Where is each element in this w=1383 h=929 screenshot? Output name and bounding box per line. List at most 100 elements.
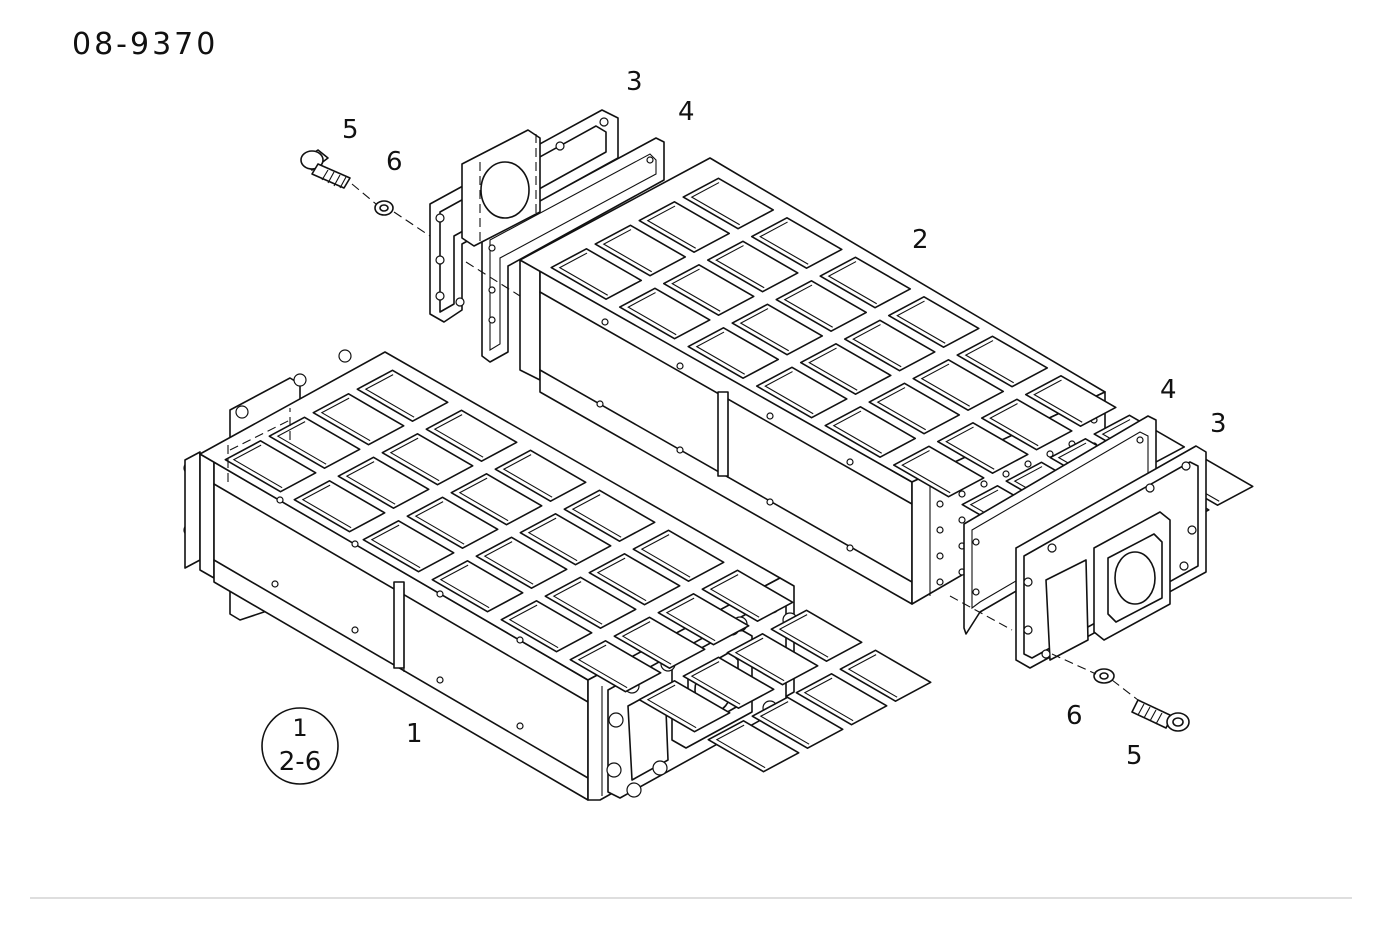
callout-part-5-left: 5 [342,115,359,145]
right-center-line [949,595,1139,701]
callout-part-2: 2 [912,225,929,255]
drawing-number: 08-9370 [72,27,218,62]
top-pocket [312,393,405,446]
top-pocket-wall [577,644,628,689]
top-pocket [701,569,794,622]
top-pocket-wall [901,450,951,494]
top-pocket [751,696,844,749]
top-pocket-wall [665,597,716,642]
top-pocket [519,513,612,566]
top-pocket [706,240,799,293]
top-pocket [268,416,361,469]
top-pocket [843,319,936,372]
top-pocket-wall [832,410,882,454]
top-pocket [887,295,980,349]
top-pocket [544,576,637,629]
top-pocket [563,489,656,542]
top-pocket-wall [552,581,603,625]
top-pocket-wall [370,524,421,569]
top-pocket-wall [896,300,946,344]
top-pocket [1024,374,1117,428]
top-pocket-wall [671,268,721,312]
top-pocket [475,536,568,589]
top-pocket-wall [320,397,371,442]
top-pocket [956,335,1049,388]
top-pocket [755,366,848,419]
top-pocket [362,520,455,573]
top-pocket [224,440,317,493]
top-pocket-wall [920,363,970,407]
top-pocket-wall [345,461,396,505]
top-pocket [569,640,662,693]
top-pocket [657,593,750,646]
top-pocket-wall [646,684,697,729]
top-pocket-wall [759,221,809,265]
top-pocket [731,303,824,356]
top-pocket-wall [783,284,833,328]
top-pocket [687,326,780,380]
top-pocket-wall [433,414,484,458]
part-1-top-pockets [224,369,932,773]
callout-part-4-right: 4 [1160,375,1177,405]
left-bolt-part-5 [300,149,351,189]
top-pocket [707,720,800,773]
top-pocket [775,279,868,333]
top-pocket [799,342,892,396]
top-pocket-wall [646,205,696,249]
top-pocket [618,287,711,340]
top-pocket [750,217,843,270]
top-pocket-wall [764,371,814,415]
top-pocket-wall [483,541,534,585]
top-pocket-wall [571,494,622,538]
top-pocket [682,177,775,230]
top-pocket [638,201,731,253]
top-pocket [912,358,1005,412]
top-pocket [936,421,1029,475]
left-washer-part-6 [374,200,394,216]
callout-part-4-left: 4 [678,97,695,127]
top-pocket [839,649,932,702]
top-pocket [594,224,687,277]
top-pocket-wall [458,477,509,522]
callout-part-3-right: 3 [1210,409,1227,439]
top-pocket [356,369,449,422]
top-pocket [770,609,863,662]
top-pocket-wall [690,182,740,226]
top-pocket [588,553,681,606]
top-pocket-wall [695,331,745,375]
top-pocket-wall [827,261,877,305]
callout-part-6-right: 6 [1066,701,1083,731]
top-pocket-wall [596,557,647,602]
top-pocket [638,680,731,733]
top-pocket-wall [964,340,1014,384]
top-pocket [682,656,775,709]
top-pocket [980,398,1073,451]
top-pocket [892,445,985,498]
top-pocket [293,480,386,533]
top-pocket-wall [847,654,898,698]
top-pocket [662,263,755,317]
top-pocket-wall [502,454,553,498]
top-pocket [726,633,819,686]
callout-part-3-left: 3 [626,67,643,97]
top-pocket-wall [414,501,465,545]
top-pocket [500,600,593,653]
top-pocket-wall [508,604,559,649]
part-1-housing [183,349,932,801]
top-pocket [613,616,706,669]
callout-part-6-left: 6 [386,147,403,177]
top-pocket [795,673,888,726]
callout-part-5-right: 5 [1126,741,1143,771]
top-pocket [431,560,524,613]
top-pocket-wall [301,484,352,529]
top-pocket-wall [1033,379,1083,423]
top-pocket [494,449,587,502]
top-pocket-wall [876,387,926,431]
top-pocket-wall [627,292,677,336]
top-pocket-wall [621,621,672,665]
top-pocket-wall [803,677,854,722]
top-pocket [337,456,430,509]
top-pocket [868,382,961,435]
top-pocket [381,433,474,486]
